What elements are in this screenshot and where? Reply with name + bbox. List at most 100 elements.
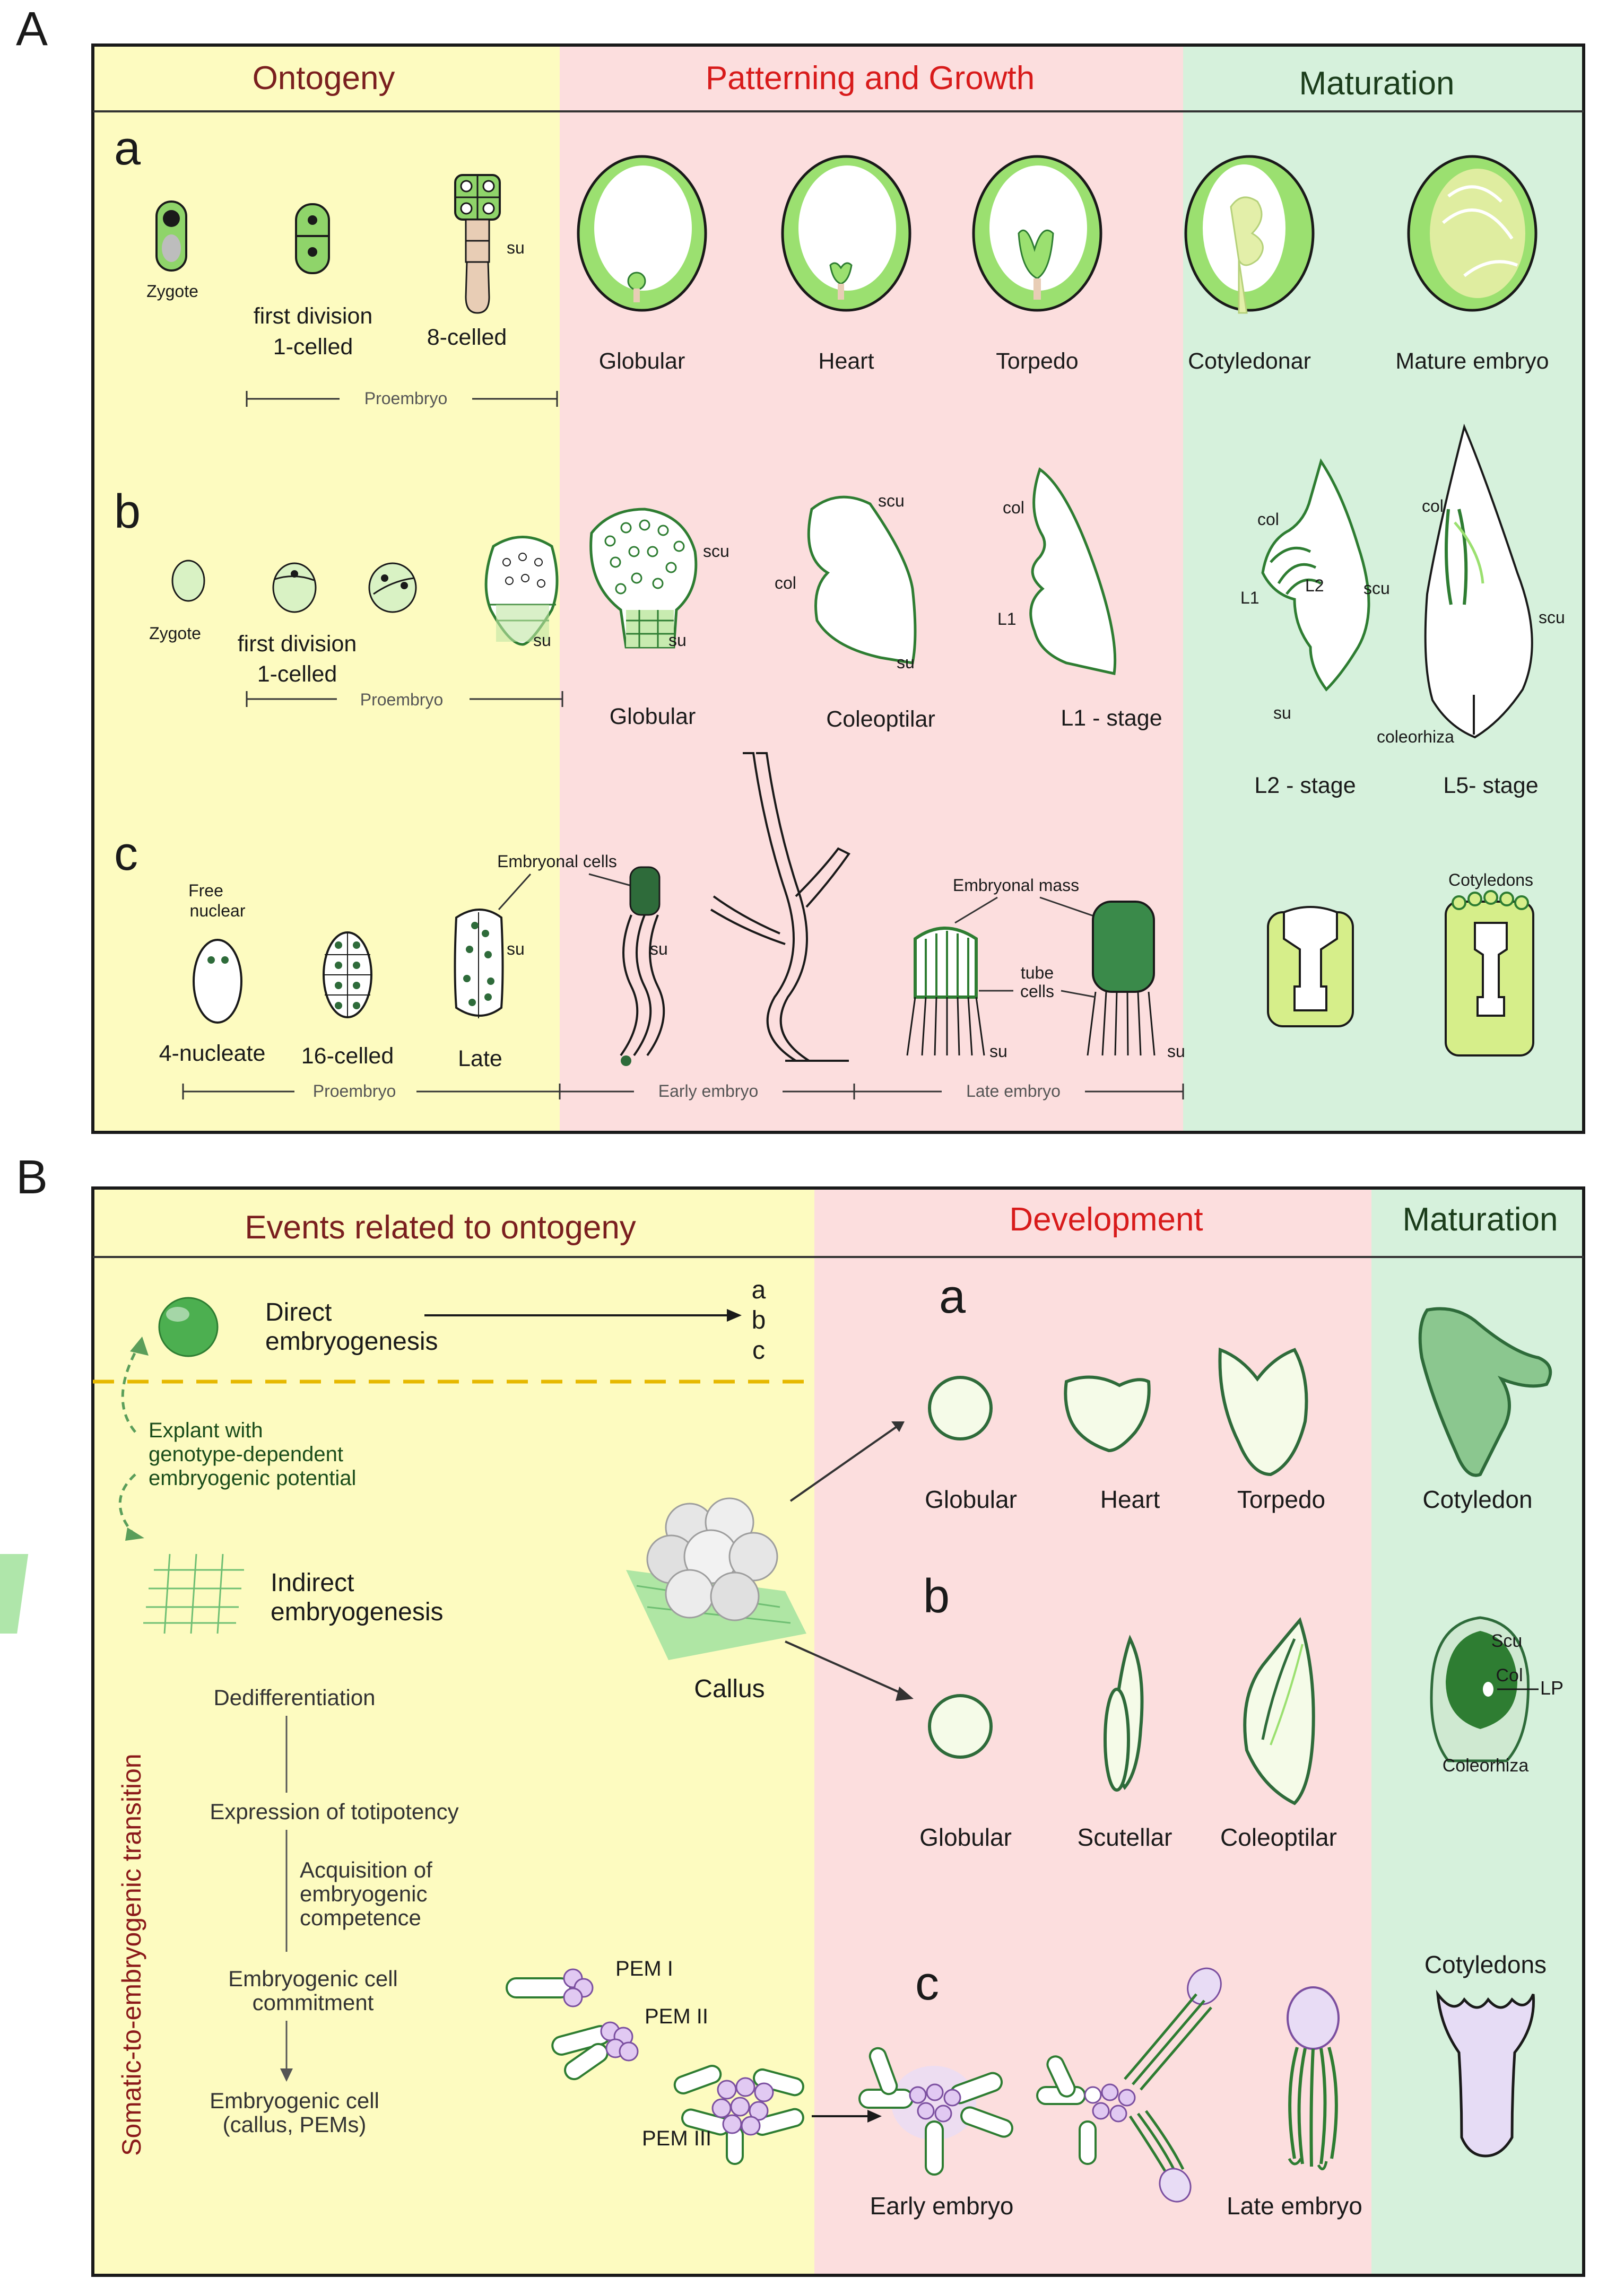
mat-b-scu-label: Scu <box>1491 1631 1523 1651</box>
mat-c-cotyledons-label: Cotyledons <box>1424 1951 1547 1978</box>
mat-b-lp-label: LP <box>1540 1677 1563 1699</box>
panel-b-zone-ontogeny <box>93 1188 814 2275</box>
tube-cells-arrow-2 <box>1061 990 1096 998</box>
row-b-globular-label: Globular <box>610 704 696 729</box>
row-b-zygote-icon <box>171 560 205 602</box>
dev-c-early-embryo-label: Early embryo <box>870 2192 1014 2220</box>
row-c-sixteen-celled-label: 16-celled <box>301 1043 394 1069</box>
panel-b-frame <box>91 1186 1585 2277</box>
dev-b-globular-label: Globular <box>919 1823 1012 1851</box>
row-c-nuclear-label: nuclear <box>190 901 246 920</box>
row-c-four-nucleate-label: 4-nucleate <box>159 1041 266 1066</box>
dev-a-torpedo-icon <box>1218 1347 1308 1477</box>
step-acquisition-1: Acquisition of <box>300 1857 432 1882</box>
row-a-heart-label: Heart <box>818 348 874 374</box>
row-b-zygote-label: Zygote <box>149 624 201 643</box>
row-a-globular-label: Globular <box>599 348 685 374</box>
mat-b-col-label: Col <box>1496 1665 1523 1686</box>
row-c-early-embryo-label: Early embryo <box>658 1081 759 1101</box>
panel-a-row-letter-a: a <box>114 122 141 175</box>
embryonal-cells-arrow-1 <box>498 873 532 911</box>
first-division-cell-icon <box>295 203 330 274</box>
panel-a-header-maturation: Maturation <box>1299 65 1455 102</box>
row-c-four-nucleate-icon <box>193 939 242 1024</box>
pem-one-icon <box>506 1968 594 2007</box>
row-b-l2-stage-label: L2 - stage <box>1254 773 1356 798</box>
row-b-proembryo-icon <box>484 536 559 646</box>
panel-a-header-patterning: Patterning and Growth <box>706 60 1035 97</box>
row-c-cotyledonar-icon-1 <box>1267 906 1354 1027</box>
callus-to-a-arrow <box>789 1426 898 1502</box>
row-c-cotyledonar-icon-2 <box>1445 890 1534 1057</box>
row-c-free-label: Free <box>188 881 223 900</box>
step-embryogenic-cell-2: (callus, PEMs) <box>223 2112 367 2137</box>
panel-letter-b: B <box>16 1151 48 1204</box>
panel-b-row-letter-a: a <box>939 1270 966 1323</box>
panel-b-row-letter-c: c <box>915 1957 939 2010</box>
row-c-early-embryo-su-label: su <box>650 939 668 958</box>
row-b-l5-stage-icon <box>1424 423 1533 739</box>
explant-label-2: genotype-dependent <box>149 1443 343 1466</box>
panel-a-header-ontogeny: Ontogeny <box>253 60 395 97</box>
row-b-coleoptilar-scu-label: scu <box>878 491 905 510</box>
row-b-coleoptilar-su-label: su <box>897 653 915 672</box>
row-b-l1-col-label: col <box>1003 498 1024 517</box>
direct-abc-a: a <box>752 1276 766 1304</box>
eight-celled-proembryo-icon <box>454 174 501 314</box>
pem-two-icon <box>551 2021 639 2081</box>
mat-cotyledon-label: Cotyledon <box>1422 1486 1532 1513</box>
row-c-late-embryo-icon-1 <box>906 927 985 1056</box>
row-b-l2-l1-label: L1 <box>1240 588 1259 607</box>
row-b-l5-stage-label: L5- stage <box>1443 773 1538 798</box>
row-a-cotyledonar-label: Cotyledonar <box>1188 348 1311 374</box>
row-b-first-division-label: first division <box>238 631 357 657</box>
step-acquisition-2: embryogenic <box>300 1881 427 1906</box>
dev-b-coleoptilar-icon <box>1243 1617 1315 1805</box>
row-b-l1-stage-label: L1 - stage <box>1061 705 1162 731</box>
seed-mature-embryo-icon <box>1407 155 1537 312</box>
dev-b-globular-icon <box>928 1694 993 1759</box>
step-commitment-2: commitment <box>253 1990 374 2015</box>
row-c-late-proembryo-icon <box>454 909 504 1018</box>
curved-arrow-down <box>118 1473 136 1534</box>
row-b-coleoptilar-icon <box>807 495 917 665</box>
row-b-proembryo-bracket <box>246 687 563 710</box>
row-a-first-division-label: first division <box>254 303 373 329</box>
direct-arrowhead <box>727 1309 742 1322</box>
dev-b-coleoptilar-label: Coleoptilar <box>1220 1823 1337 1851</box>
row-b-coleorhiza-label: coleorhiza <box>1377 727 1454 746</box>
row-c-embryonal-mass-label: Embryonal mass <box>953 876 1079 895</box>
row-b-l2-l2-label: L2 <box>1305 576 1324 595</box>
panel-a-row-letter-b: b <box>114 485 141 538</box>
indirect-label-1: Indirect <box>271 1569 354 1597</box>
pem-to-early-arrowhead <box>867 2110 882 2123</box>
row-c-stage-bracket <box>182 1080 1184 1103</box>
row-c-late-embryo-su-label-1: su <box>989 1042 1007 1061</box>
row-c-late-label: Late <box>458 1046 502 1071</box>
curved-arrow-down-head <box>125 1527 144 1541</box>
row-a-su-label: su <box>507 238 525 257</box>
row-c-sixteen-celled-icon <box>323 931 372 1018</box>
row-b-proembryo-su-label: su <box>533 631 551 650</box>
mat-b-grass-embryo-icon <box>1430 1616 1530 1762</box>
panel-b-header-ontogeny: Events related to ontogeny <box>245 1209 636 1246</box>
row-c-early-embryo-icon-2 <box>710 752 850 1062</box>
dev-c-late-embryo-label: Late embryo <box>1227 2192 1362 2220</box>
seed-torpedo-icon <box>972 155 1102 312</box>
curved-arrow-up <box>121 1346 140 1433</box>
curved-arrow-up-head <box>130 1337 149 1356</box>
row-b-l2-scu-label: scu <box>1363 579 1390 598</box>
dev-c-mid-embryo-icon <box>1036 1967 1222 2203</box>
callus-to-b-arrow <box>785 1640 905 1696</box>
row-c-proembryo-label: Proembryo <box>313 1081 396 1101</box>
row-b-one-celled-label: 1-celled <box>257 661 337 687</box>
dev-c-late-embryo-icon <box>1287 1986 1340 2170</box>
row-b-globular-scu-label: scu <box>703 542 729 561</box>
row-b-l5-scu-label: scu <box>1539 608 1565 627</box>
pem-three-icon <box>673 2065 804 2165</box>
direct-abc-b: b <box>752 1306 766 1334</box>
seed-heart-icon <box>781 155 911 312</box>
row-c-late-embryo-icon-2 <box>1087 901 1156 1056</box>
step-arrowhead <box>280 2068 293 2082</box>
